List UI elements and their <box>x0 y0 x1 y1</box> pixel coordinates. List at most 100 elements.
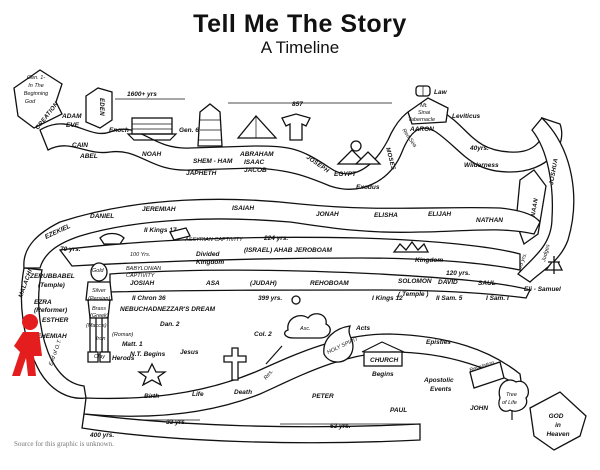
yrs-63-label: 63 yrs. <box>330 423 351 430</box>
birth-label: Birth <box>144 393 159 400</box>
beginning-label: Beginning <box>24 91 49 97</box>
ii-chron-36-label: II Chron 36 <box>132 295 166 302</box>
isaiah-label: ISAIAH <box>232 205 254 212</box>
david-label: DAVID <box>438 279 458 286</box>
maccs-label: (Macc's) <box>86 323 107 329</box>
of-life-label: of Life <box>502 400 517 406</box>
moses-label: MOSES <box>384 147 396 171</box>
eden-label: EDEN <box>98 98 104 116</box>
asc-label: Asc. <box>299 326 311 332</box>
yrs-100-label: 100 Yrs. <box>130 252 150 258</box>
eve-label: EVE <box>66 122 80 129</box>
begins-label: Begins <box>372 371 394 378</box>
divided-label: Divided <box>196 251 221 258</box>
persian-label: (Persian) <box>88 296 110 302</box>
star-icon <box>136 362 168 387</box>
coat-icon <box>281 113 311 141</box>
god-in-label: GOD <box>549 413 564 420</box>
tower-icon <box>197 103 223 147</box>
leviticus-label: Leviticus <box>452 113 481 120</box>
elijah-label: ELIJAH <box>428 211 451 218</box>
clay-label: Clay <box>94 354 106 360</box>
nathan-label: NATHAN <box>476 217 503 224</box>
you-are-here-figure <box>12 314 42 376</box>
tabernacle-label: Tabernacle <box>408 117 435 123</box>
zerubbabel-label: ZERUBBABEL <box>29 273 75 280</box>
res-label: Res. <box>263 369 275 382</box>
page-subtitle: A Timeline <box>260 38 340 57</box>
babylonian-label: BABYLONIAN <box>126 266 161 272</box>
creation-scroll: Gen. 1- In The Beginning God CREATION <box>13 69 63 131</box>
exodus-label: Exodus <box>356 184 380 191</box>
page-title: Tell Me The Story <box>193 10 407 38</box>
silver-label: Silver <box>92 288 107 294</box>
scales-icon <box>544 256 564 274</box>
iron-label: Iron <box>96 336 105 342</box>
eli-samuel-label: Eli - Samuel <box>524 286 561 293</box>
prophets-band <box>23 198 541 269</box>
yrs-1600-label: 1600+ yrs <box>127 91 157 98</box>
gen6-label: Gen. 6 <box>179 127 199 134</box>
life-label: Life <box>192 391 204 398</box>
statue-figure <box>85 262 113 363</box>
law-label: Law <box>434 89 448 96</box>
aaron-label: AARON <box>409 126 434 133</box>
john-label: JOHN <box>470 405 488 412</box>
israel-ahab-label: (ISRAEL) AHAB JEROBOAM <box>244 247 332 254</box>
temple-label: (Temple) <box>38 282 65 289</box>
egypt-label: EGYPT <box>334 171 357 178</box>
god-label: God <box>25 99 36 105</box>
chain-icon <box>99 232 125 245</box>
yrs-120-label: 120 yrs. <box>446 270 470 277</box>
greek-label: (Greek) <box>90 313 109 319</box>
apostolic-label: Apostolic <box>423 377 454 384</box>
ark-icon <box>126 117 178 141</box>
roman-label: (Roman) <box>112 332 134 338</box>
elisha-label: ELISHA <box>374 212 398 219</box>
asa-label: ASA <box>205 280 220 287</box>
acts-label: Acts <box>355 325 370 332</box>
i-sam-1-label: I Sam. I <box>486 295 509 302</box>
in-label: in <box>555 422 561 429</box>
crown-icon <box>392 240 430 253</box>
noah-label: NOAH <box>142 151 161 158</box>
kingdom-2-label: Kingdom <box>415 257 443 264</box>
cain-label: CAIN <box>72 142 88 149</box>
revelation-scroll <box>469 361 505 389</box>
yrs-70-label: 70 yrs. <box>60 246 81 253</box>
judah-band <box>109 269 531 299</box>
israel-band <box>58 236 521 271</box>
judges-label: Judges <box>541 244 552 264</box>
sandal-icon <box>169 227 191 241</box>
shem-ham-label: SHEM - HAM <box>193 158 233 165</box>
paul-label: PAUL <box>390 407 407 414</box>
end-of-ot-label: End of O.T. <box>48 339 63 367</box>
tree-of-life-icon <box>498 379 530 420</box>
isaac-label: ISAAC <box>244 159 265 166</box>
yrs-857-label: 857 <box>292 101 303 108</box>
ii-sam-5-label: II Sam. 5 <box>436 295 463 302</box>
adam-label: ADAM <box>61 113 82 120</box>
saul-label: SAUL <box>478 280 496 287</box>
judah-label: (JUDAH) <box>250 280 277 287</box>
ii-kings-17-label: II Kings 17 <box>144 227 177 234</box>
nt-begins-label: N.T. Begins <box>130 351 166 358</box>
source-note: Source for this graphic is unknown. <box>14 440 114 448</box>
kingdom-label: Kingdom <box>196 259 224 266</box>
enoch-label: Enoch <box>109 127 129 134</box>
jacob-label: JACOB <box>244 167 267 174</box>
josiah-label: JOSIAH <box>130 280 155 287</box>
abel-label: ABEL <box>79 153 98 160</box>
matt1-label: Matt. 1 <box>122 341 143 348</box>
yrs-399-label: 399 yrs. <box>258 295 282 302</box>
heaven-label: Heaven <box>546 431 569 438</box>
nehemiah-label: NEHEMIAH <box>32 333 67 340</box>
holy-spirit-flame <box>323 325 354 363</box>
daniel-label: DANIEL <box>90 213 114 220</box>
tree-label: Tree <box>506 392 517 398</box>
nebuchadnezzar-label: NEBUCHADNEZZAR'S DREAM <box>120 306 216 313</box>
church-label: CHURCH <box>370 357 398 364</box>
peter-label: PETER <box>312 393 334 400</box>
dan2-label: Dan. 2 <box>160 321 180 328</box>
